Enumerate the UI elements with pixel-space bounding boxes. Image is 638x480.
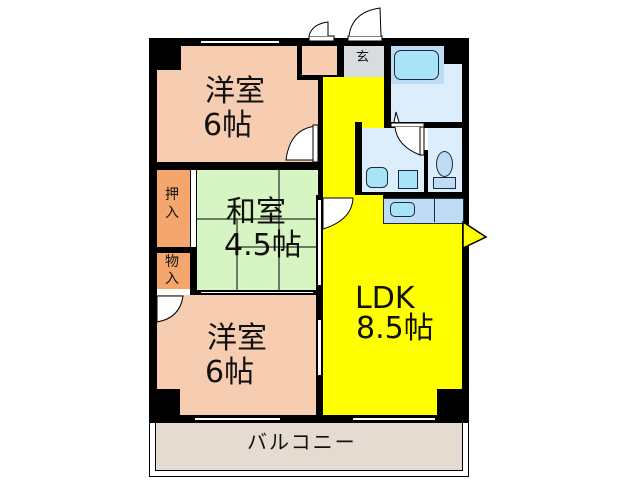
- washing-machine-icon: [398, 170, 418, 189]
- door-washroom[interactable]: [390, 122, 425, 128]
- pillar-bottom-right: [437, 389, 462, 415]
- closet-wall-mid: [157, 247, 197, 253]
- closet-monoire[interactable]: [157, 253, 190, 289]
- toilet-tank-icon: [433, 177, 456, 189]
- kitchen-sink-icon: [390, 202, 415, 217]
- balcony: [155, 421, 463, 471]
- balcony-label: バルコニー: [247, 430, 357, 454]
- closet-oshiire-label-1: 押: [165, 187, 179, 203]
- window-ldk-balcony[interactable]: [353, 417, 435, 421]
- door-japanese-swing-icon: [322, 197, 354, 230]
- closet-monoire-label-1: 物: [165, 254, 179, 270]
- toilet-wall-left: [424, 150, 428, 198]
- entrance[interactable]: [344, 46, 384, 77]
- wet-area-wall-left: [384, 38, 391, 122]
- sliding-door-japanese-bottom[interactable]: [201, 291, 313, 294]
- wet-area-wall-bottom: [355, 192, 469, 198]
- exterior-marker-icon: [462, 220, 488, 250]
- western-room-bottom-size: 6帖: [205, 355, 255, 390]
- outer-wall-top: [149, 38, 469, 46]
- outer-wall-bottom: [149, 415, 469, 423]
- window-top-western[interactable]: [201, 40, 279, 44]
- hallway-wall-left: [318, 75, 323, 195]
- western-room-top-name: 洋室: [205, 74, 265, 109]
- bath-pillar: [444, 46, 462, 64]
- wall-mid-horizontal: [157, 162, 323, 170]
- western-room-bottom-name: 洋室: [207, 321, 267, 356]
- front-door-swing-icon: [348, 7, 382, 37]
- window-bottom-western[interactable]: [195, 417, 280, 421]
- bath-wall-bottom: [384, 122, 469, 128]
- outer-wall-left: [149, 38, 157, 423]
- entrance-label: 玄: [356, 50, 370, 65]
- ldk-size: 8.5帖: [356, 311, 434, 346]
- bath-door-icon: [393, 111, 400, 123]
- door-washroom-swing-icon: [394, 126, 421, 156]
- sliding-door-japanese-ldk[interactable]: [317, 200, 322, 285]
- sliding-door-western-ldk[interactable]: [317, 320, 322, 375]
- door-western-bottom-swing-icon: [156, 295, 184, 323]
- counter-divider-2: [434, 198, 435, 222]
- toilet-bowl-icon: [436, 151, 453, 177]
- closet-monoire-label-2: 入: [165, 271, 179, 287]
- japanese-room: [197, 170, 318, 290]
- door-closet-swing-icon: [308, 21, 329, 37]
- western-room-bottom: [157, 295, 316, 415]
- japanese-room-name: 和室: [226, 195, 286, 230]
- wall-vertical-center: [316, 195, 323, 423]
- closet-oshiire[interactable]: [157, 170, 190, 247]
- door-western-top-swing-icon: [285, 125, 318, 161]
- washroom-wall-left: [355, 122, 362, 198]
- pillar-top-left: [157, 46, 181, 70]
- pillar-bottom-left: [157, 389, 180, 415]
- closet-gap: [157, 289, 190, 295]
- entrance-closet: [302, 46, 337, 75]
- ldk-name: LDK: [355, 281, 415, 316]
- western-room-top-size: 6帖: [203, 108, 253, 143]
- sliding-door-oshiire[interactable]: [190, 170, 197, 247]
- bathtub-icon: [394, 50, 439, 80]
- front-door[interactable]: [347, 35, 383, 42]
- washbasin-icon: [366, 167, 388, 188]
- ldk: [323, 198, 462, 415]
- closet-wall-right: [190, 247, 197, 297]
- closet-oshiire-label-2: 入: [165, 205, 179, 221]
- door-closet[interactable]: [308, 35, 335, 42]
- door-western-top[interactable]: [312, 124, 319, 163]
